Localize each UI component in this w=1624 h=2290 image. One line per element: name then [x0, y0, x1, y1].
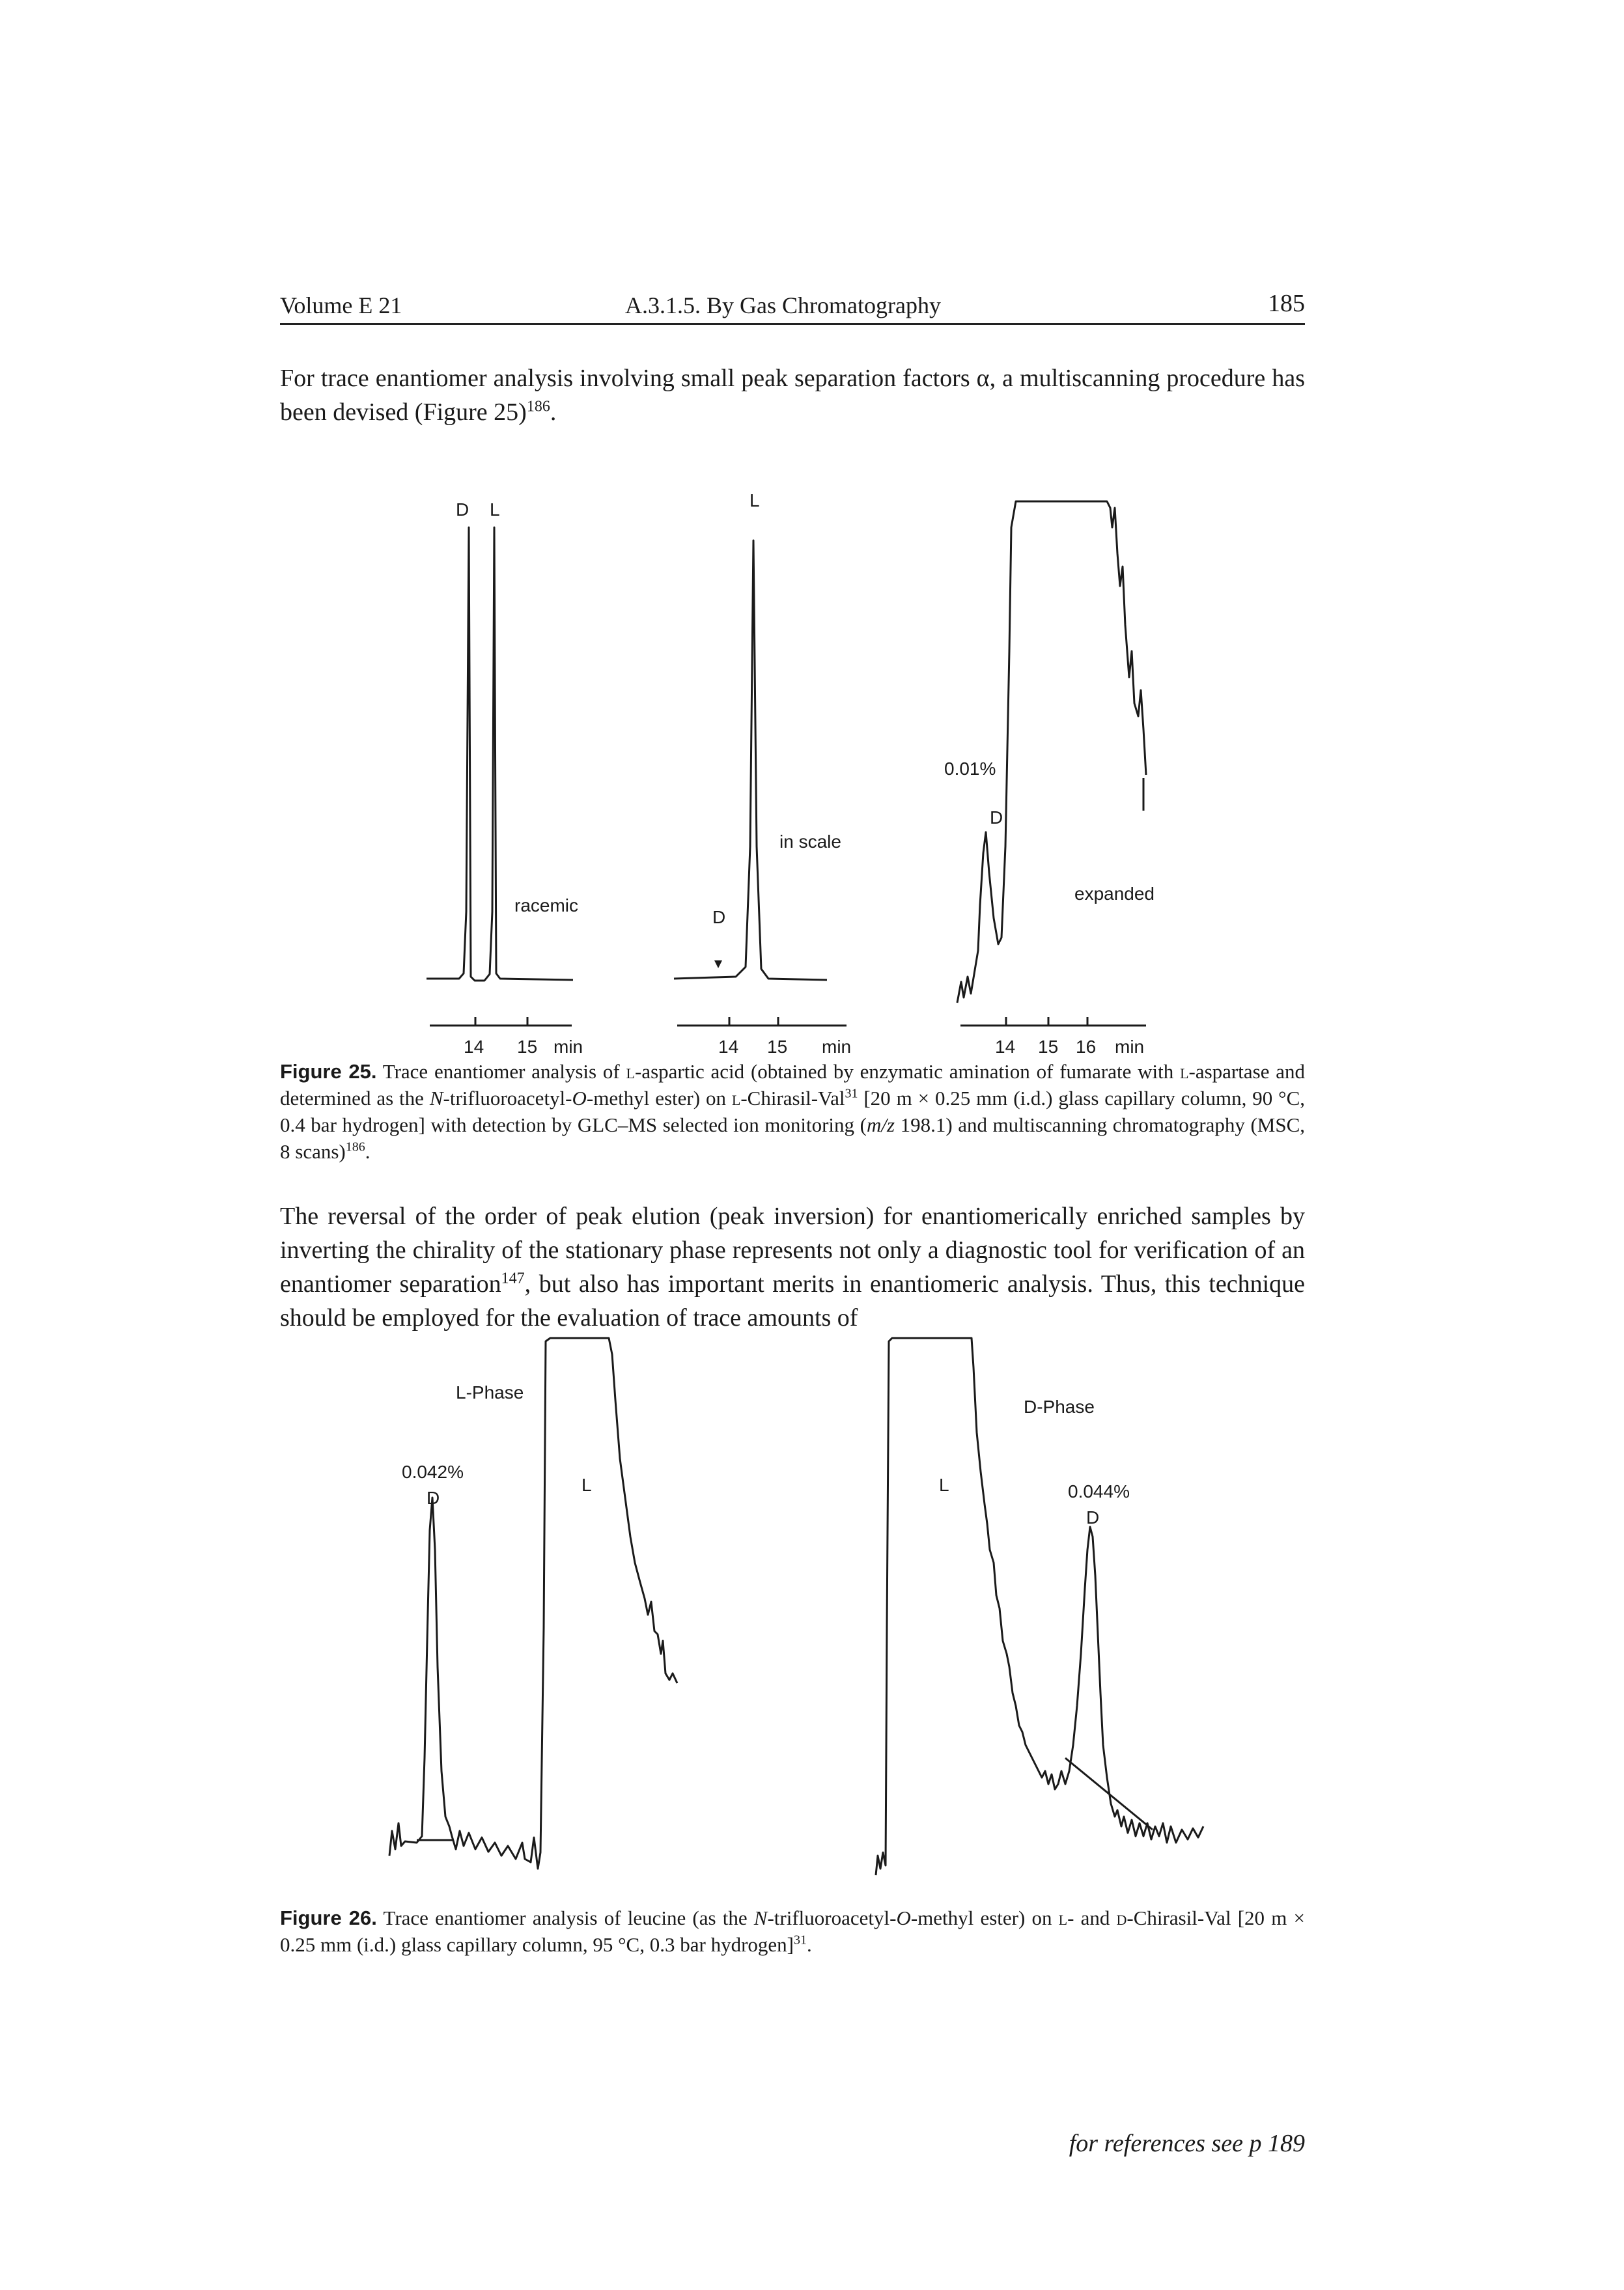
page-number: 185	[1268, 290, 1305, 317]
fig25c-percent: 0.01%	[944, 759, 996, 779]
paragraph2-ref: 147	[501, 1270, 525, 1287]
fig26-left-minor: D	[427, 1488, 440, 1508]
fig25b-tick-14: 14	[718, 1037, 738, 1057]
fig25c-note: expanded	[1074, 884, 1155, 904]
fig26-right-trace	[875, 1337, 1205, 1876]
fig25b-tick-15: 15	[767, 1037, 787, 1057]
fig25b-d-marker	[714, 960, 722, 968]
figure-26: L-Phase 0.042% D L D-Phase L 0.044% D	[388, 1337, 1205, 1876]
intro-ref: 186	[526, 398, 550, 415]
fig25-caption-label: Figure 25.	[280, 1060, 377, 1083]
fig25b-peak-d: D	[712, 907, 725, 927]
fig25c-trace	[956, 500, 1147, 1003]
fig25a-trace	[427, 526, 574, 982]
volume-label: Volume E 21	[280, 292, 402, 318]
fig25b-note: in scale	[779, 831, 841, 852]
figure-25-caption: Figure 25. Trace enantiomer analysis of …	[280, 1060, 1306, 1163]
paragraph2-text: The reversal of the order of peak elutio…	[280, 1203, 1305, 1298]
fig25c-tick-14: 14	[995, 1037, 1015, 1057]
fig26-right-baseline	[1065, 1757, 1153, 1831]
fig25a-tick-14: 14	[464, 1037, 484, 1057]
section-title: A.3.1.5. By Gas Chromatography	[625, 292, 941, 318]
fig26-right-major: L	[939, 1475, 949, 1495]
fig25a-tick-unit: min	[553, 1037, 583, 1057]
fig26-caption-label: Figure 26.	[280, 1906, 377, 1929]
fig26-right-percent: 0.044%	[1068, 1481, 1130, 1501]
fig25b-peak-l: L	[749, 490, 760, 510]
fig26-left-phase: L-Phase	[456, 1382, 524, 1403]
intro-text: For trace enantiomer analysis involving …	[280, 365, 1305, 426]
fig25c-tick-15: 15	[1038, 1037, 1058, 1057]
figure-25: D L racemic 14 15 min L D in scale 14 15…	[427, 490, 1155, 1057]
fig25c-tick-16: 16	[1076, 1037, 1096, 1057]
intro-paragraph: For trace enantiomer analysis involving …	[280, 361, 1305, 429]
fig25b-tick-unit: min	[822, 1037, 851, 1057]
paragraph2-text-end: , but also has important merits in enant…	[280, 1270, 1305, 1332]
fig26-left-trace	[388, 1337, 679, 1870]
fig25c-tick-unit: min	[1115, 1037, 1144, 1057]
fig26-right-minor: D	[1086, 1507, 1099, 1528]
footer-reference-note: for references see p 189	[1069, 2130, 1305, 2157]
fig26-right-phase: D-Phase	[1024, 1397, 1095, 1417]
body-paragraph: The reversal of the order of peak elutio…	[280, 1199, 1305, 1335]
figure-26-caption: Figure 26. Trace enantiomer analysis of …	[280, 1906, 1305, 1956]
fig26-left-percent: 0.042%	[402, 1462, 464, 1482]
intro-end: .	[550, 398, 557, 426]
fig26-left-major: L	[581, 1475, 592, 1495]
fig25a-peak-d: D	[456, 499, 469, 520]
fig25a-tick-15: 15	[517, 1037, 537, 1057]
fig25c-peak-d: D	[990, 807, 1003, 828]
fig25a-note: racemic	[514, 895, 578, 915]
fig25a-peak-l: L	[490, 499, 500, 520]
fig25b-trace	[673, 539, 828, 981]
running-header: Volume E 21 A.3.1.5. By Gas Chromatograp…	[280, 286, 1305, 325]
